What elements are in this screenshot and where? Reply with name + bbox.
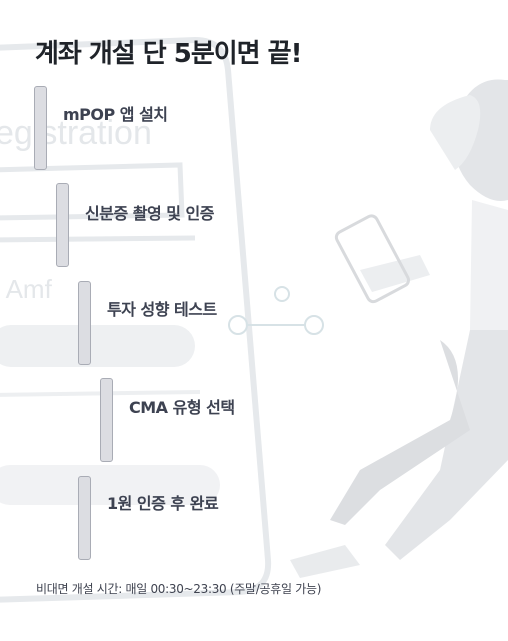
step-label: CMA 유형 선택: [129, 398, 235, 417]
step-indicator-bar: [34, 86, 47, 170]
step-indicator-bar: [56, 183, 69, 267]
bg-text-amf: l Amf: [0, 274, 53, 304]
step-indicator-bar: [100, 378, 113, 462]
page-title: 계좌 개설 단 5분이면 끝!: [35, 39, 302, 69]
bg-text-registration: egistration: [0, 114, 152, 152]
step-indicator-bar: [78, 476, 91, 560]
step-indicator-bar: [78, 281, 91, 365]
step-label: mPOP 앱 설치: [63, 105, 168, 124]
step-label: 1원 인증 후 완료: [107, 494, 219, 513]
opening-hours-notice: 비대면 개설 시간: 매일 00:30~23:30 (주말/공휴일 가능): [36, 582, 322, 596]
step-label: 신분증 촬영 및 인증: [85, 204, 214, 223]
step-label: 투자 성향 테스트: [107, 300, 217, 319]
